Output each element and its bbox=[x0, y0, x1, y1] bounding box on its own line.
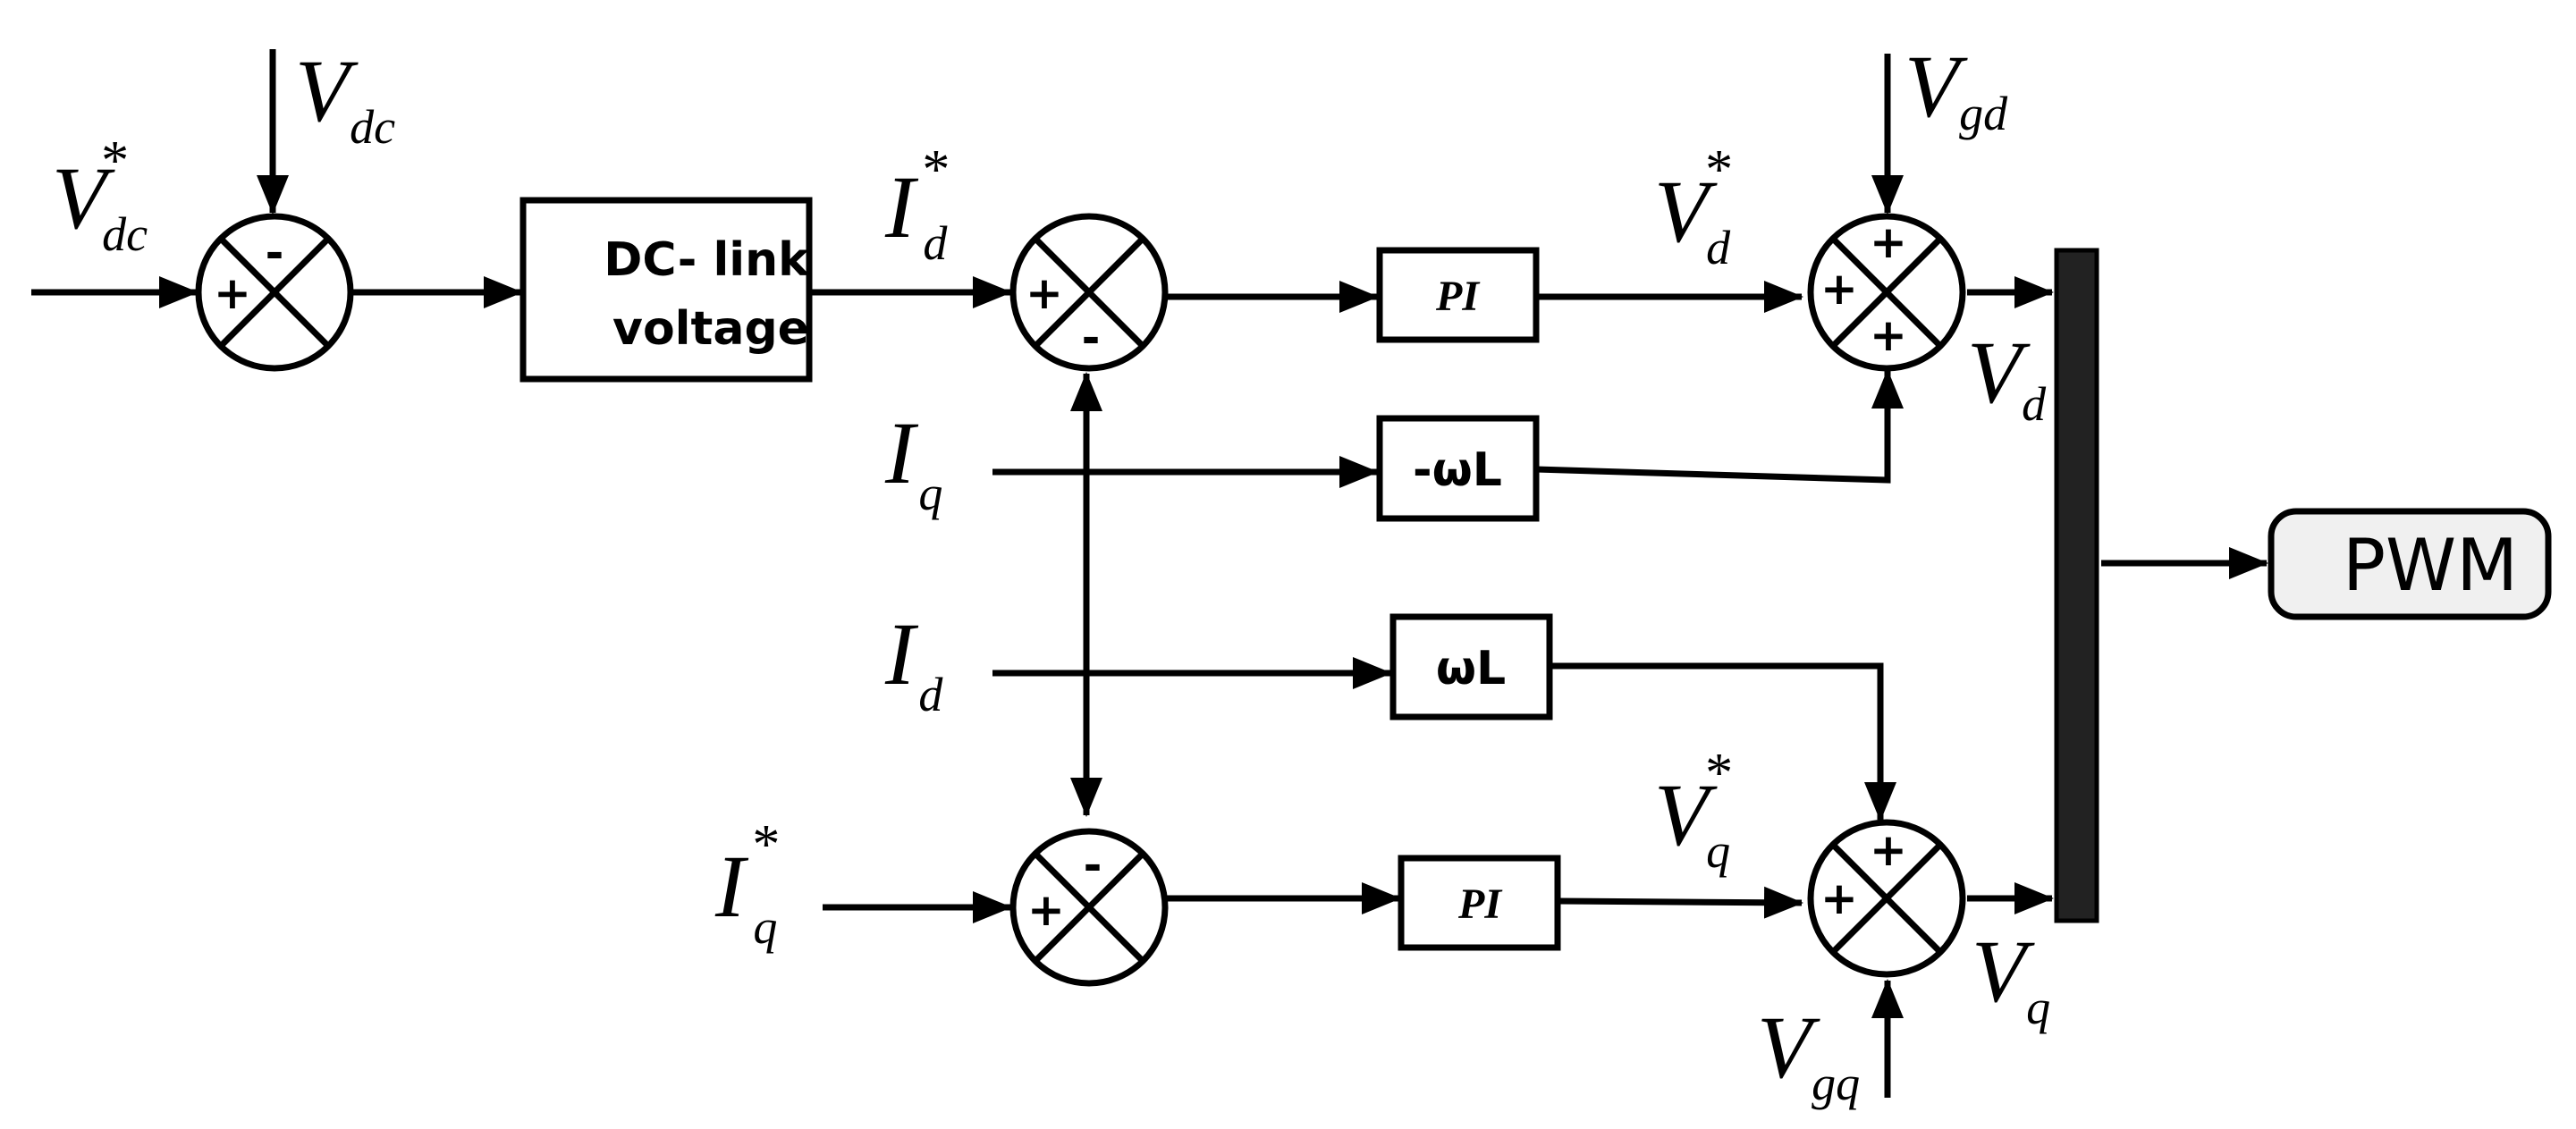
decoupling-neg-wl-block: -ωL bbox=[1376, 415, 1540, 522]
wire-neg-wl-s4 bbox=[1535, 369, 1904, 484]
label-iq: Iq bbox=[884, 403, 942, 520]
sign-s1-top: - bbox=[266, 227, 284, 279]
label-vgq: Vgq bbox=[1757, 998, 1860, 1110]
label-vdc-ref: V*dc bbox=[52, 131, 148, 261]
pi-controller-q: PI bbox=[1398, 855, 1561, 951]
signal-wires bbox=[31, 49, 2268, 1098]
label-id-ref: I*d bbox=[884, 139, 950, 270]
sign-s2-left: + bbox=[1026, 267, 1063, 319]
label-iq-ref: I*q bbox=[714, 814, 780, 954]
pi-controller-d: PI bbox=[1376, 247, 1540, 343]
summing-junction-5: + + bbox=[1807, 819, 1966, 978]
label-vgd: Vgd bbox=[1905, 37, 2008, 140]
label-id: Id bbox=[884, 604, 943, 721]
summing-junction-2: + - bbox=[1009, 213, 1169, 372]
sign-s3-top: - bbox=[1084, 839, 1102, 891]
sign-s3-left: + bbox=[1027, 884, 1065, 936]
dc-link-label-line2: voltage bbox=[612, 302, 809, 356]
pwm-block: PWM bbox=[2268, 508, 2552, 620]
wire-wl-s5 bbox=[1550, 662, 1896, 821]
label-vdc: Vdc bbox=[295, 41, 395, 154]
label-vd: Vd bbox=[1967, 323, 2047, 431]
signal-labels: V*dc Vdc I*d Iq Id I*q V*d V*q Vgd Vgq V bbox=[52, 37, 2050, 1110]
sign-s4-top: + bbox=[1870, 216, 1907, 268]
sign-s4-bottom: + bbox=[1870, 309, 1907, 361]
sign-s5-top: + bbox=[1870, 824, 1907, 876]
label-vq-ref: V*q bbox=[1654, 743, 1733, 878]
summing-junction-3: - + bbox=[1009, 828, 1169, 987]
decoupling-wl-block: ωL bbox=[1389, 613, 1553, 720]
sign-s1-left: + bbox=[214, 267, 251, 319]
mux-bar bbox=[2054, 248, 2099, 923]
label-vd-ref: V*d bbox=[1654, 139, 1733, 274]
summing-junction-4: + + + bbox=[1807, 213, 1966, 372]
wire-piq-s5 bbox=[1557, 886, 1803, 919]
dc-link-voltage-block: DC- link voltage bbox=[519, 197, 813, 383]
pi-d-label: PI bbox=[1435, 273, 1481, 320]
wl-label: ωL bbox=[1436, 642, 1506, 695]
pwm-label: PWM bbox=[2343, 524, 2518, 607]
neg-wl-label: -ωL bbox=[1413, 443, 1502, 497]
sign-s4-left: + bbox=[1820, 263, 1858, 315]
pi-q-label: PI bbox=[1457, 880, 1503, 928]
summing-junction-1: - + bbox=[195, 213, 354, 372]
label-vq: Vq bbox=[1972, 922, 2050, 1034]
sign-s2-bottom: - bbox=[1082, 312, 1101, 364]
dc-link-label-line1: DC- link bbox=[604, 233, 810, 287]
sign-s5-left: + bbox=[1820, 872, 1858, 924]
